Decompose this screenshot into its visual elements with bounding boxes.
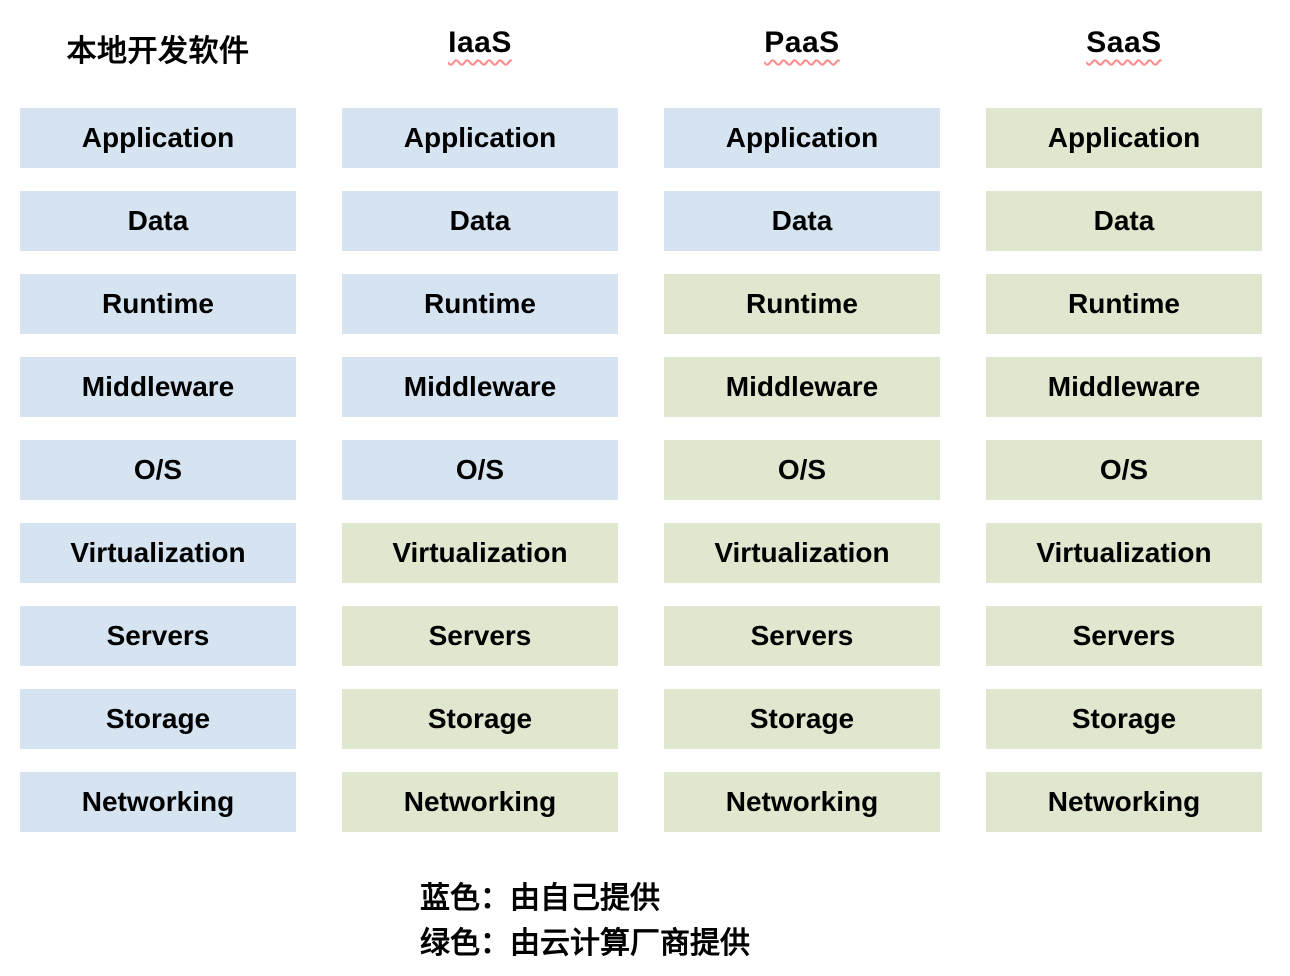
layer-cell-saas-6: Servers	[986, 606, 1262, 666]
column-title-text: PaaS	[764, 26, 840, 59]
column-title-text: SaaS	[1086, 26, 1162, 59]
layer-cell-saas-2: Runtime	[986, 274, 1262, 334]
layer-cell-saas-0: Application	[986, 108, 1262, 168]
layer-cell-iaas-4: O/S	[342, 440, 618, 500]
column-title-paas: PaaS	[664, 0, 940, 108]
layer-cell-local-5: Virtualization	[20, 523, 296, 583]
layer-cell-paas-6: Servers	[664, 606, 940, 666]
legend: 蓝色：由自己提供 绿色：由云计算厂商提供	[420, 876, 750, 966]
layer-cell-iaas-8: Networking	[342, 772, 618, 832]
column-title-local: 本地开发软件	[20, 0, 296, 108]
layer-cell-paas-1: Data	[664, 191, 940, 251]
layer-cell-paas-4: O/S	[664, 440, 940, 500]
layer-cell-local-3: Middleware	[20, 357, 296, 417]
layer-cell-iaas-3: Middleware	[342, 357, 618, 417]
column-title-text: IaaS	[448, 26, 512, 59]
layer-cell-saas-8: Networking	[986, 772, 1262, 832]
layer-cell-paas-0: Application	[664, 108, 940, 168]
layer-cell-iaas-5: Virtualization	[342, 523, 618, 583]
layer-cell-local-1: Data	[20, 191, 296, 251]
layer-cell-local-4: O/S	[20, 440, 296, 500]
legend-green-line: 绿色：由云计算厂商提供	[420, 927, 750, 960]
layer-cell-iaas-7: Storage	[342, 689, 618, 749]
layer-cell-local-8: Networking	[20, 772, 296, 832]
layer-cell-paas-5: Virtualization	[664, 523, 940, 583]
layer-cell-paas-7: Storage	[664, 689, 940, 749]
layer-cell-local-7: Storage	[20, 689, 296, 749]
layer-cell-iaas-2: Runtime	[342, 274, 618, 334]
layer-cell-saas-4: O/S	[986, 440, 1262, 500]
layer-cell-saas-5: Virtualization	[986, 523, 1262, 583]
layer-cell-iaas-0: Application	[342, 108, 618, 168]
layer-cell-iaas-6: Servers	[342, 606, 618, 666]
layer-cell-iaas-1: Data	[342, 191, 618, 251]
legend-blue-line: 蓝色：由自己提供	[420, 882, 660, 915]
column-title-text: 本地开发软件	[66, 35, 250, 68]
layer-cell-paas-8: Networking	[664, 772, 940, 832]
layer-cell-paas-2: Runtime	[664, 274, 940, 334]
layer-cell-saas-7: Storage	[986, 689, 1262, 749]
column-title-iaas: IaaS	[342, 0, 618, 108]
layer-cell-local-6: Servers	[20, 606, 296, 666]
layer-cell-local-2: Runtime	[20, 274, 296, 334]
column-title-saas: SaaS	[986, 0, 1262, 108]
layer-cell-paas-3: Middleware	[664, 357, 940, 417]
layer-cell-saas-3: Middleware	[986, 357, 1262, 417]
layer-cell-saas-1: Data	[986, 191, 1262, 251]
layer-cell-local-0: Application	[20, 108, 296, 168]
